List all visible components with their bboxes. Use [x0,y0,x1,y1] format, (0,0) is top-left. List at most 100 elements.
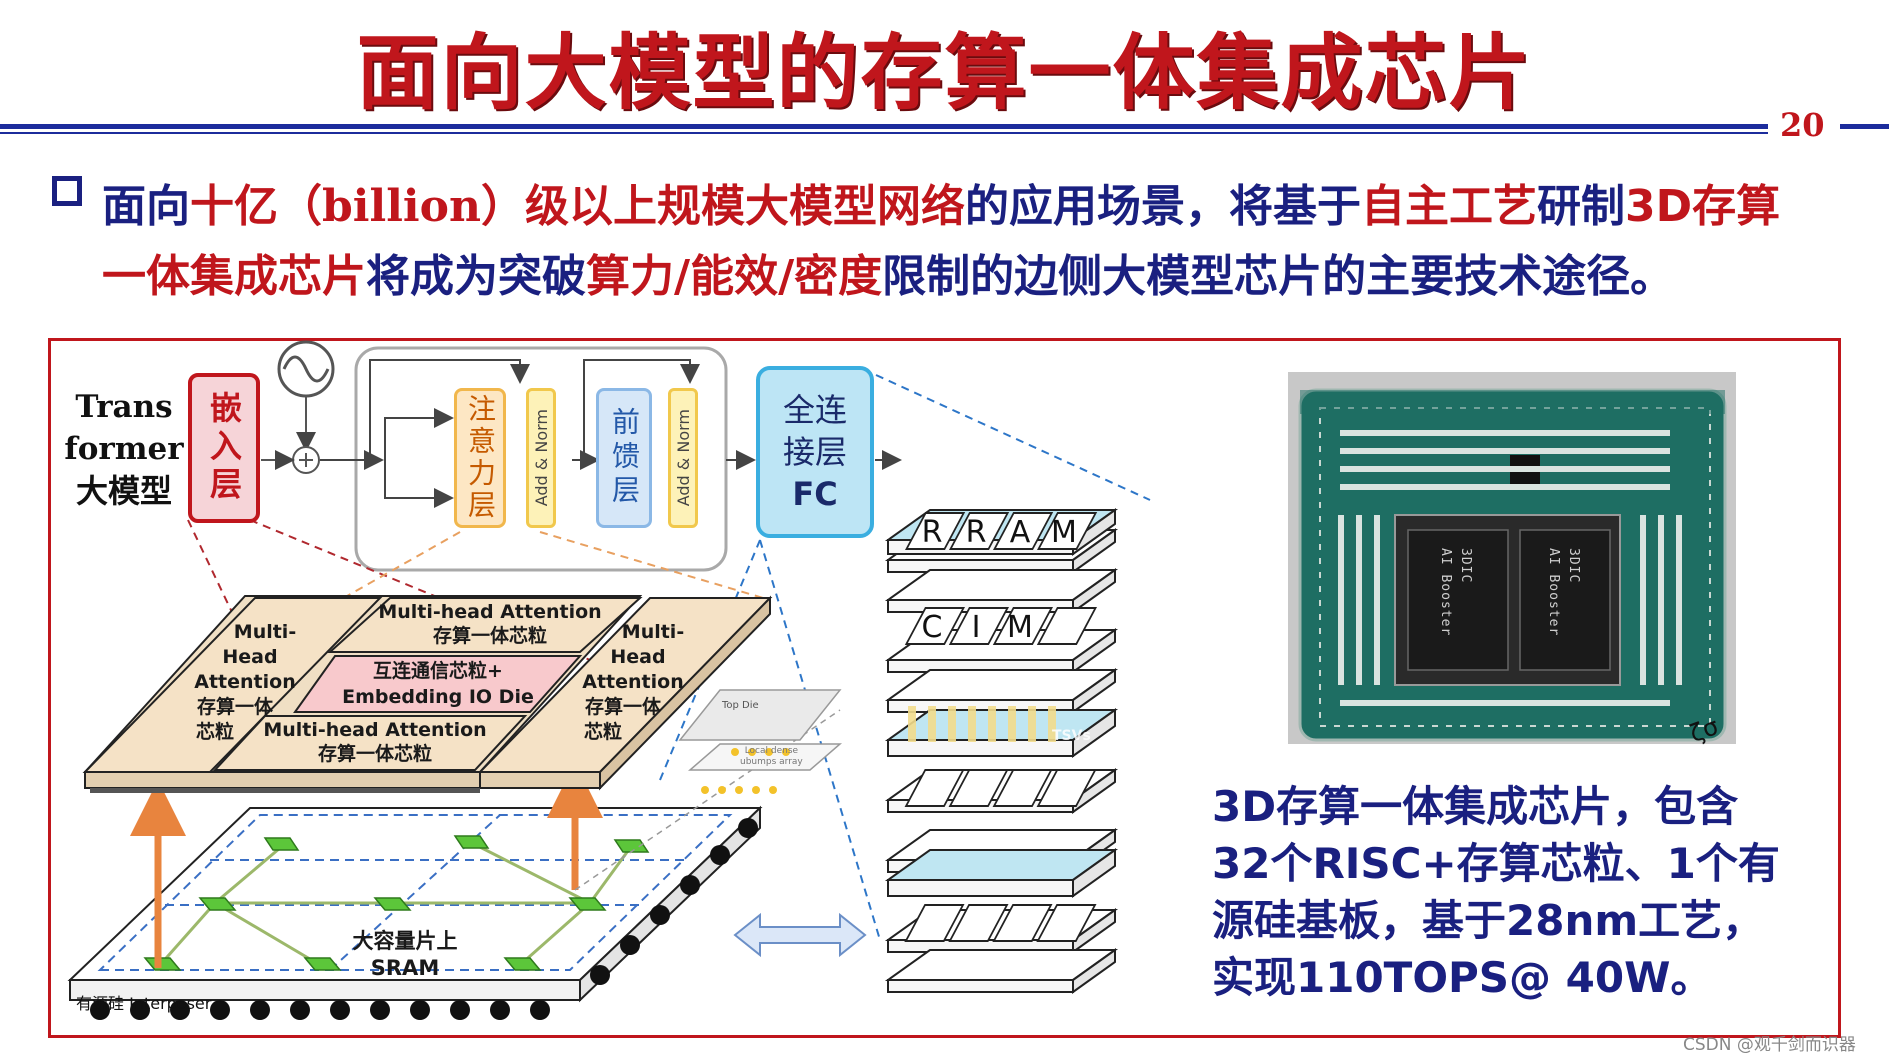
die2-label-b-wrap: AI Booster [1546,548,1561,658]
stack-cell [1036,904,1097,942]
stack-cell [992,607,1054,645]
stack-cell-letter: C [921,610,943,645]
line1-segment: 研制 [1536,181,1625,232]
line1-segment: 自主工艺 [1360,181,1537,232]
attention-layer-block: 注意力层 [454,388,506,528]
stack-cell [948,769,1009,807]
transformer-label: Trans former 大模型 [62,386,186,512]
tsv-pillar [908,706,916,742]
sram-label-1: 大容量片上 [352,929,458,953]
line1-segment: billion [322,181,481,232]
tsv-pillar [928,706,936,742]
stack-cell [948,607,1010,645]
title-rule-left [0,124,1768,129]
embedding-layer-label: 嵌入层 [205,391,243,505]
line2-segment: 一体集成芯片 [102,251,366,302]
mha-top-chiplet-label: Multi-head Attention 存算一体芯粒 [370,600,610,648]
tsv-pillar [1048,706,1056,742]
stack-cell [948,512,1010,550]
local-bumps-label-2: ubumps array [740,757,803,767]
tsv-pillar [1028,706,1036,742]
tsv-pillar [988,706,996,742]
caption-line-3: 源硅基板，基于28nm工艺， [1212,896,1765,945]
tsv-pillar [1008,706,1016,742]
stack-cell-letter: R [965,515,987,550]
line2-segment: 将成为突破 [366,251,586,302]
watermark: CSDN @观千剑而识器 [1683,1035,1856,1055]
mha-top-label-1: Multi-head Attention [378,601,602,623]
line2-segment: 限制的边侧大模型芯片的主要技术途径。 [882,251,1675,302]
title-rule-thin [0,132,1768,134]
feed-forward-layer-block: 前馈层 [596,388,652,528]
left-label-3: Attention [194,671,296,693]
top-die-label: Top Die [722,700,759,711]
stack-cell [1036,769,1097,807]
right-label-4: 存算一体 [584,696,661,718]
local-bumps-label-1: Local dense [744,746,799,756]
transformer-label-line1: Trans [75,389,173,425]
attention-layer-label: 注意力层 [464,394,497,522]
mha-bottom-chiplet-label: Multi-head Attention 存算一体芯粒 [250,718,500,766]
stack-cell [992,769,1053,807]
stack-cell [992,904,1053,942]
line2-segment: 算力/能效/密度 [586,251,883,302]
left-label-2: Head [222,646,278,668]
left-label-5: 芯粒 [195,721,234,743]
add-norm-block-1: Add & Norm [526,388,556,528]
fc-label-line2: 接层 [782,433,847,471]
right-chiplet-label: Multi- Head Attention 存算一体 芯粒 [548,620,688,745]
page-title: 面向大模型的存算一体集成芯片 [356,26,1533,121]
stack-cell-letter: I [971,610,981,645]
line1-segment: 的应用场景，将基于 [964,181,1361,232]
mha-top-label-2: 存算一体芯粒 [432,625,547,647]
chip-caption: 3D存算一体集成芯片，包含 32个RISC+存算芯粒、1个有 源硅基板，基于28… [1212,778,1832,1006]
left-label-1: Multi- [233,621,297,643]
stack-cell [904,769,965,807]
double-arrow-icon [733,912,867,958]
stack-cell [948,904,1009,942]
io-label-2: Embedding IO Die [342,686,534,708]
mha-bottom-label-1: Multi-head Attention [263,719,487,741]
interposer-label: 有源硅 Interposer [76,994,212,1013]
sram-label-2: SRAM [370,956,440,980]
caption-line-2: 32个RISC+存算芯粒、1个有 [1212,839,1780,888]
tsv-pillar [948,706,956,742]
line1-segment: ）级以上规模大模型网络 [480,181,965,232]
die1-label-a: 3DIC [1458,548,1473,584]
left-label-4: 存算一体 [196,696,273,718]
right-label-3: Attention [582,671,684,693]
io-die-label: 互连通信芯粒+ Embedding IO Die [318,658,558,710]
transformer-label-line2: former [64,431,184,467]
fc-label-line1: 全连 [782,391,847,429]
local-bumps-label: Local dense ubumps array [740,746,803,768]
right-label-1: Multi- [621,621,685,643]
fc-layer-block: 全连 接层 FC [756,366,874,538]
caption-line-4: 实现110TOPS@ 40W。 [1212,953,1713,1002]
mha-bottom-label-2: 存算一体芯粒 [317,743,432,765]
caption-line-1: 3D存算一体集成芯片，包含 [1212,782,1739,831]
figure-frame [48,338,1841,1038]
stack-cell [1036,512,1098,550]
line1-segment: 3D存算 [1624,181,1781,232]
right-label-5: 芯粒 [583,721,622,743]
stack-cell [904,607,966,645]
title-rule-right [1840,124,1889,129]
sram-label: 大容量片上 SRAM [320,928,490,982]
stack-cell [992,512,1054,550]
stack-cell-letter: M [1007,610,1033,645]
embedding-layer-block: 嵌入层 [188,373,260,523]
page-number: 20 [1780,106,1825,144]
stack-cell-letter: M [1051,515,1077,550]
micro-bump-inset [678,689,843,794]
add-norm-label-1: Add & Norm [531,409,551,507]
die2-label-b: AI Booster [1546,548,1561,637]
stack-cell-letter: R [921,515,943,550]
io-label-1: 互连通信芯粒+ [373,660,503,682]
positional-encoding-icon [277,340,335,398]
right-label-2: Head [610,646,666,668]
interposer [67,805,763,1020]
line1-segment: 十亿（ [190,181,322,232]
transformer-label-line3: 大模型 [75,472,172,510]
tsv-label: TSVs [1052,728,1091,744]
